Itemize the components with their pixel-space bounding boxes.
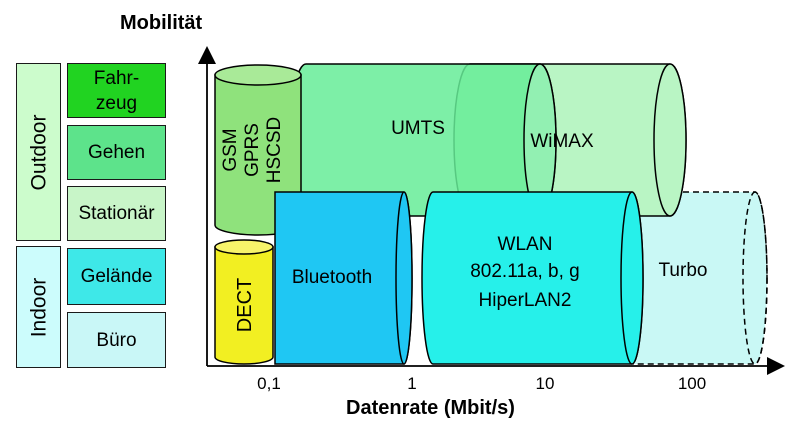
level-gelaende: Gelände bbox=[67, 248, 166, 305]
x-tick-100: 100 bbox=[677, 374, 707, 393]
x-tick-0-1: 0,1 bbox=[257, 374, 281, 393]
label-bluetooth: Bluetooth bbox=[292, 267, 372, 288]
x-tick-10: 10 bbox=[535, 374, 555, 393]
group-outdoor: Outdoor bbox=[16, 63, 61, 241]
label-dect: DECT bbox=[234, 278, 256, 332]
cylinder-dect bbox=[214, 239, 274, 365]
level-gelaende-label: Gelände bbox=[80, 266, 153, 287]
level-buero-label: Büro bbox=[96, 329, 137, 351]
level-stationaer-label: Stationär bbox=[78, 203, 155, 224]
cylinder-bluetooth bbox=[274, 191, 413, 365]
level-stationaer: Stationär bbox=[67, 186, 166, 241]
label-gsm: GSMGPRSHSCSD bbox=[220, 117, 285, 184]
level-buero: Büro bbox=[67, 312, 166, 368]
x-tick-1: 1 bbox=[407, 374, 417, 393]
x-axis-label: Datenrate (Mbit/s) bbox=[346, 397, 515, 419]
cylinder-wlan bbox=[421, 191, 644, 365]
label-wimax: WiMAX bbox=[530, 131, 594, 152]
level-gehen-label: Gehen bbox=[87, 142, 146, 163]
level-gehen: Gehen bbox=[67, 125, 166, 180]
label-turbo: Turbo bbox=[659, 260, 708, 281]
chart-title: Mobilität bbox=[120, 12, 203, 34]
level-fahrzeug: Fahr- zeug bbox=[67, 63, 166, 118]
group-indoor: Indoor bbox=[16, 246, 61, 368]
label-umts: UMTS bbox=[391, 118, 445, 139]
level-fahrzeug-label: Fahr- zeug bbox=[93, 67, 140, 114]
cylinder-umts bbox=[289, 63, 557, 217]
